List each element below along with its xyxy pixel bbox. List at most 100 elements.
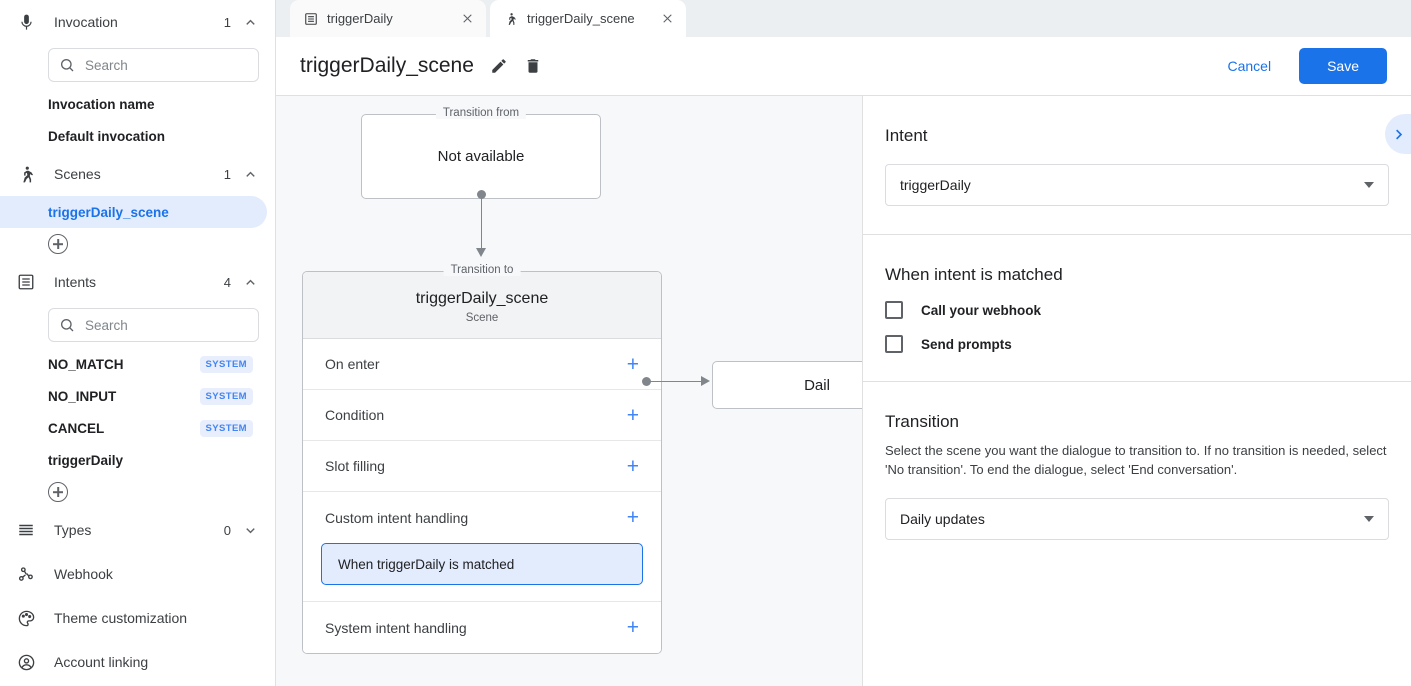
scenes-person-icon [14, 162, 38, 186]
intents-search-input[interactable] [85, 317, 262, 333]
scene-row-condition[interactable]: Condition + [303, 390, 661, 441]
page-header: triggerDaily_scene Cancel Save [276, 37, 1411, 96]
transition-to-legend: Transition to [443, 264, 521, 276]
sidebar-item-label: CANCEL [48, 420, 105, 436]
send-prompts-checkbox[interactable] [885, 335, 903, 353]
transition-from-node[interactable]: Transition from Not available [361, 107, 601, 199]
add-slot-filling-icon[interactable]: + [626, 454, 639, 478]
transition-section: Transition Select the scene you want the… [863, 382, 1411, 568]
intents-search-box[interactable] [48, 308, 262, 342]
pencil-icon[interactable] [490, 57, 508, 75]
add-scene-icon[interactable] [48, 234, 68, 254]
scene-row-on-enter[interactable]: On enter + [303, 339, 661, 390]
scene-row-custom-intent-handling: Custom intent handling + When triggerDai… [303, 492, 661, 602]
status-badge: SYSTEM [199, 419, 253, 437]
sidebar-item-label: Default invocation [48, 128, 166, 144]
scene-card[interactable]: Transition to triggerDaily_scene Scene O… [302, 264, 662, 654]
trash-icon[interactable] [524, 57, 542, 75]
intent-section: Intent triggerDaily [863, 96, 1411, 235]
add-intent-icon[interactable] [48, 482, 68, 502]
edge-arrow-down [475, 248, 486, 257]
add-on-enter-icon[interactable]: + [626, 352, 639, 376]
sidebar-section-count: 0 [223, 522, 231, 538]
close-icon[interactable] [661, 12, 674, 25]
scene-row-label: Slot filling [325, 458, 385, 474]
scene-row-label: Custom intent handling [325, 509, 469, 526]
chevron-up-icon[interactable] [241, 273, 259, 291]
page-title: triggerDaily_scene [300, 54, 474, 77]
add-system-intent-handling-icon[interactable]: + [626, 616, 639, 639]
sidebar-item-triggerdaily-scene[interactable]: triggerDaily_scene [0, 196, 267, 228]
chevron-down-icon [1364, 182, 1374, 188]
sidebar-item-cancel[interactable]: CANCEL SYSTEM [0, 412, 267, 444]
chevron-up-icon[interactable] [241, 13, 259, 31]
sidebar-item-invocation-name[interactable]: Invocation name [0, 88, 267, 120]
invocation-search-input[interactable] [85, 57, 262, 73]
intent-select-value: triggerDaily [900, 177, 971, 193]
scene-graph-canvas[interactable]: Transition from Not available Transition… [276, 96, 862, 686]
sidebar-section-scenes[interactable]: Scenes 1 [0, 152, 275, 196]
intent-handler-chip[interactable]: When triggerDaily is matched [321, 543, 643, 585]
sidebar-item-default-invocation[interactable]: Default invocation [0, 120, 267, 152]
intents-search-wrap [0, 304, 275, 348]
edge-horizontal [647, 380, 707, 382]
search-icon [59, 317, 75, 333]
sidebar-item-no-input[interactable]: NO_INPUT SYSTEM [0, 380, 267, 412]
sidebar-section-intents[interactable]: Intents 4 [0, 260, 275, 304]
invocation-search-box[interactable] [48, 48, 262, 82]
edge-arrow-right [701, 375, 710, 386]
sidebar-item-label: Theme customization [54, 610, 188, 626]
save-button[interactable]: Save [1299, 48, 1387, 84]
chevron-right-icon[interactable] [1385, 114, 1411, 154]
tab-strip: triggerDaily triggerDaily_scene [276, 0, 1411, 37]
tab-triggerdaily[interactable]: triggerDaily [290, 0, 486, 37]
sidebar-section-count: 4 [223, 274, 231, 290]
intents-list-icon [14, 270, 38, 294]
custom-intent-handling-header[interactable]: Custom intent handling + [303, 492, 661, 543]
add-scene-row [0, 228, 275, 260]
invocation-search-wrap [0, 44, 275, 88]
close-icon[interactable] [461, 12, 474, 25]
sidebar-item-label: Webhook [54, 566, 113, 582]
intent-tab-icon [304, 12, 318, 26]
sidebar-section-invocation[interactable]: Invocation 1 [0, 0, 275, 44]
scene-row-label: System intent handling [325, 619, 467, 636]
cancel-button[interactable]: Cancel [1211, 50, 1287, 82]
sidebar-item-webhook[interactable]: Webhook [0, 552, 275, 596]
send-prompts-row[interactable]: Send prompts [885, 335, 1389, 353]
sidebar-item-label: Invocation name [48, 96, 155, 112]
sidebar-item-triggerdaily[interactable]: triggerDaily [0, 444, 267, 476]
scene-row-label: Condition [325, 407, 385, 423]
transition-description: Select the scene you want the dialogue t… [885, 443, 1387, 477]
sidebar-section-count: 1 [223, 166, 231, 182]
sidebar-item-theme-customization[interactable]: Theme customization [0, 596, 275, 640]
call-your-webhook-label: Call your webhook [921, 302, 1042, 318]
sidebar-section-label: Intents [54, 274, 97, 290]
sidebar-item-no-match[interactable]: NO_MATCH SYSTEM [0, 348, 267, 380]
edge-handler-dot [642, 377, 651, 386]
search-icon [59, 57, 75, 73]
scene-tab-icon [504, 12, 518, 26]
tab-label: triggerDaily_scene [527, 11, 635, 26]
sidebar-item-label: Account linking [54, 654, 149, 670]
intent-select[interactable]: triggerDaily [885, 164, 1389, 206]
sidebar-item-account-linking[interactable]: Account linking [0, 640, 275, 684]
sidebar-section-types[interactable]: Types 0 [0, 508, 275, 552]
call-your-webhook-checkbox[interactable] [885, 301, 903, 319]
chevron-up-icon[interactable] [241, 165, 259, 183]
add-custom-intent-handling-icon[interactable]: + [626, 506, 639, 529]
when-intent-matched-heading: When intent is matched [885, 265, 1063, 284]
add-condition-icon[interactable]: + [626, 403, 639, 427]
transition-select[interactable]: Daily updates [885, 497, 1389, 540]
tab-label: triggerDaily [327, 11, 393, 26]
chevron-down-icon[interactable] [241, 521, 259, 539]
scene-card-name: triggerDaily_scene [415, 290, 549, 307]
types-lines-icon [14, 518, 38, 542]
call-your-webhook-row[interactable]: Call your webhook [885, 301, 1389, 319]
webhook-icon [14, 562, 38, 586]
scene-row-system-intent-handling[interactable]: System intent handling + [303, 602, 661, 653]
transition-target-node[interactable]: Tr Dail [712, 361, 862, 409]
properties-panel: Intent triggerDaily When intent is match… [862, 96, 1411, 686]
tab-triggerdaily-scene[interactable]: triggerDaily_scene [490, 0, 686, 37]
scene-row-slot-filling[interactable]: Slot filling + [303, 441, 661, 492]
